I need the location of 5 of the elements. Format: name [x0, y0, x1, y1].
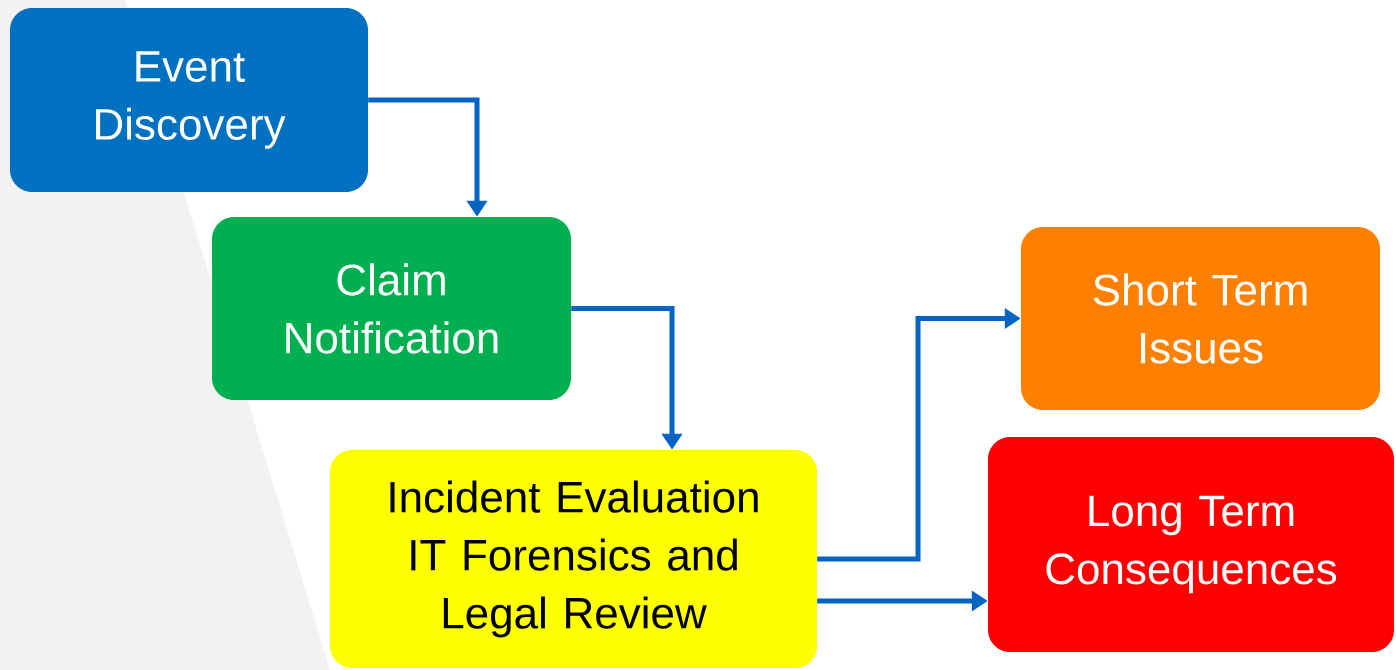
- process-box: Short Term Issues: [1021, 227, 1380, 410]
- process-box: Incident Evaluation IT Forensics and Legal Review: [330, 450, 817, 668]
- process-box: Claim Notification: [212, 217, 571, 400]
- process-box: Event Discovery: [10, 8, 368, 192]
- process-box: Long Term Consequences: [988, 437, 1394, 652]
